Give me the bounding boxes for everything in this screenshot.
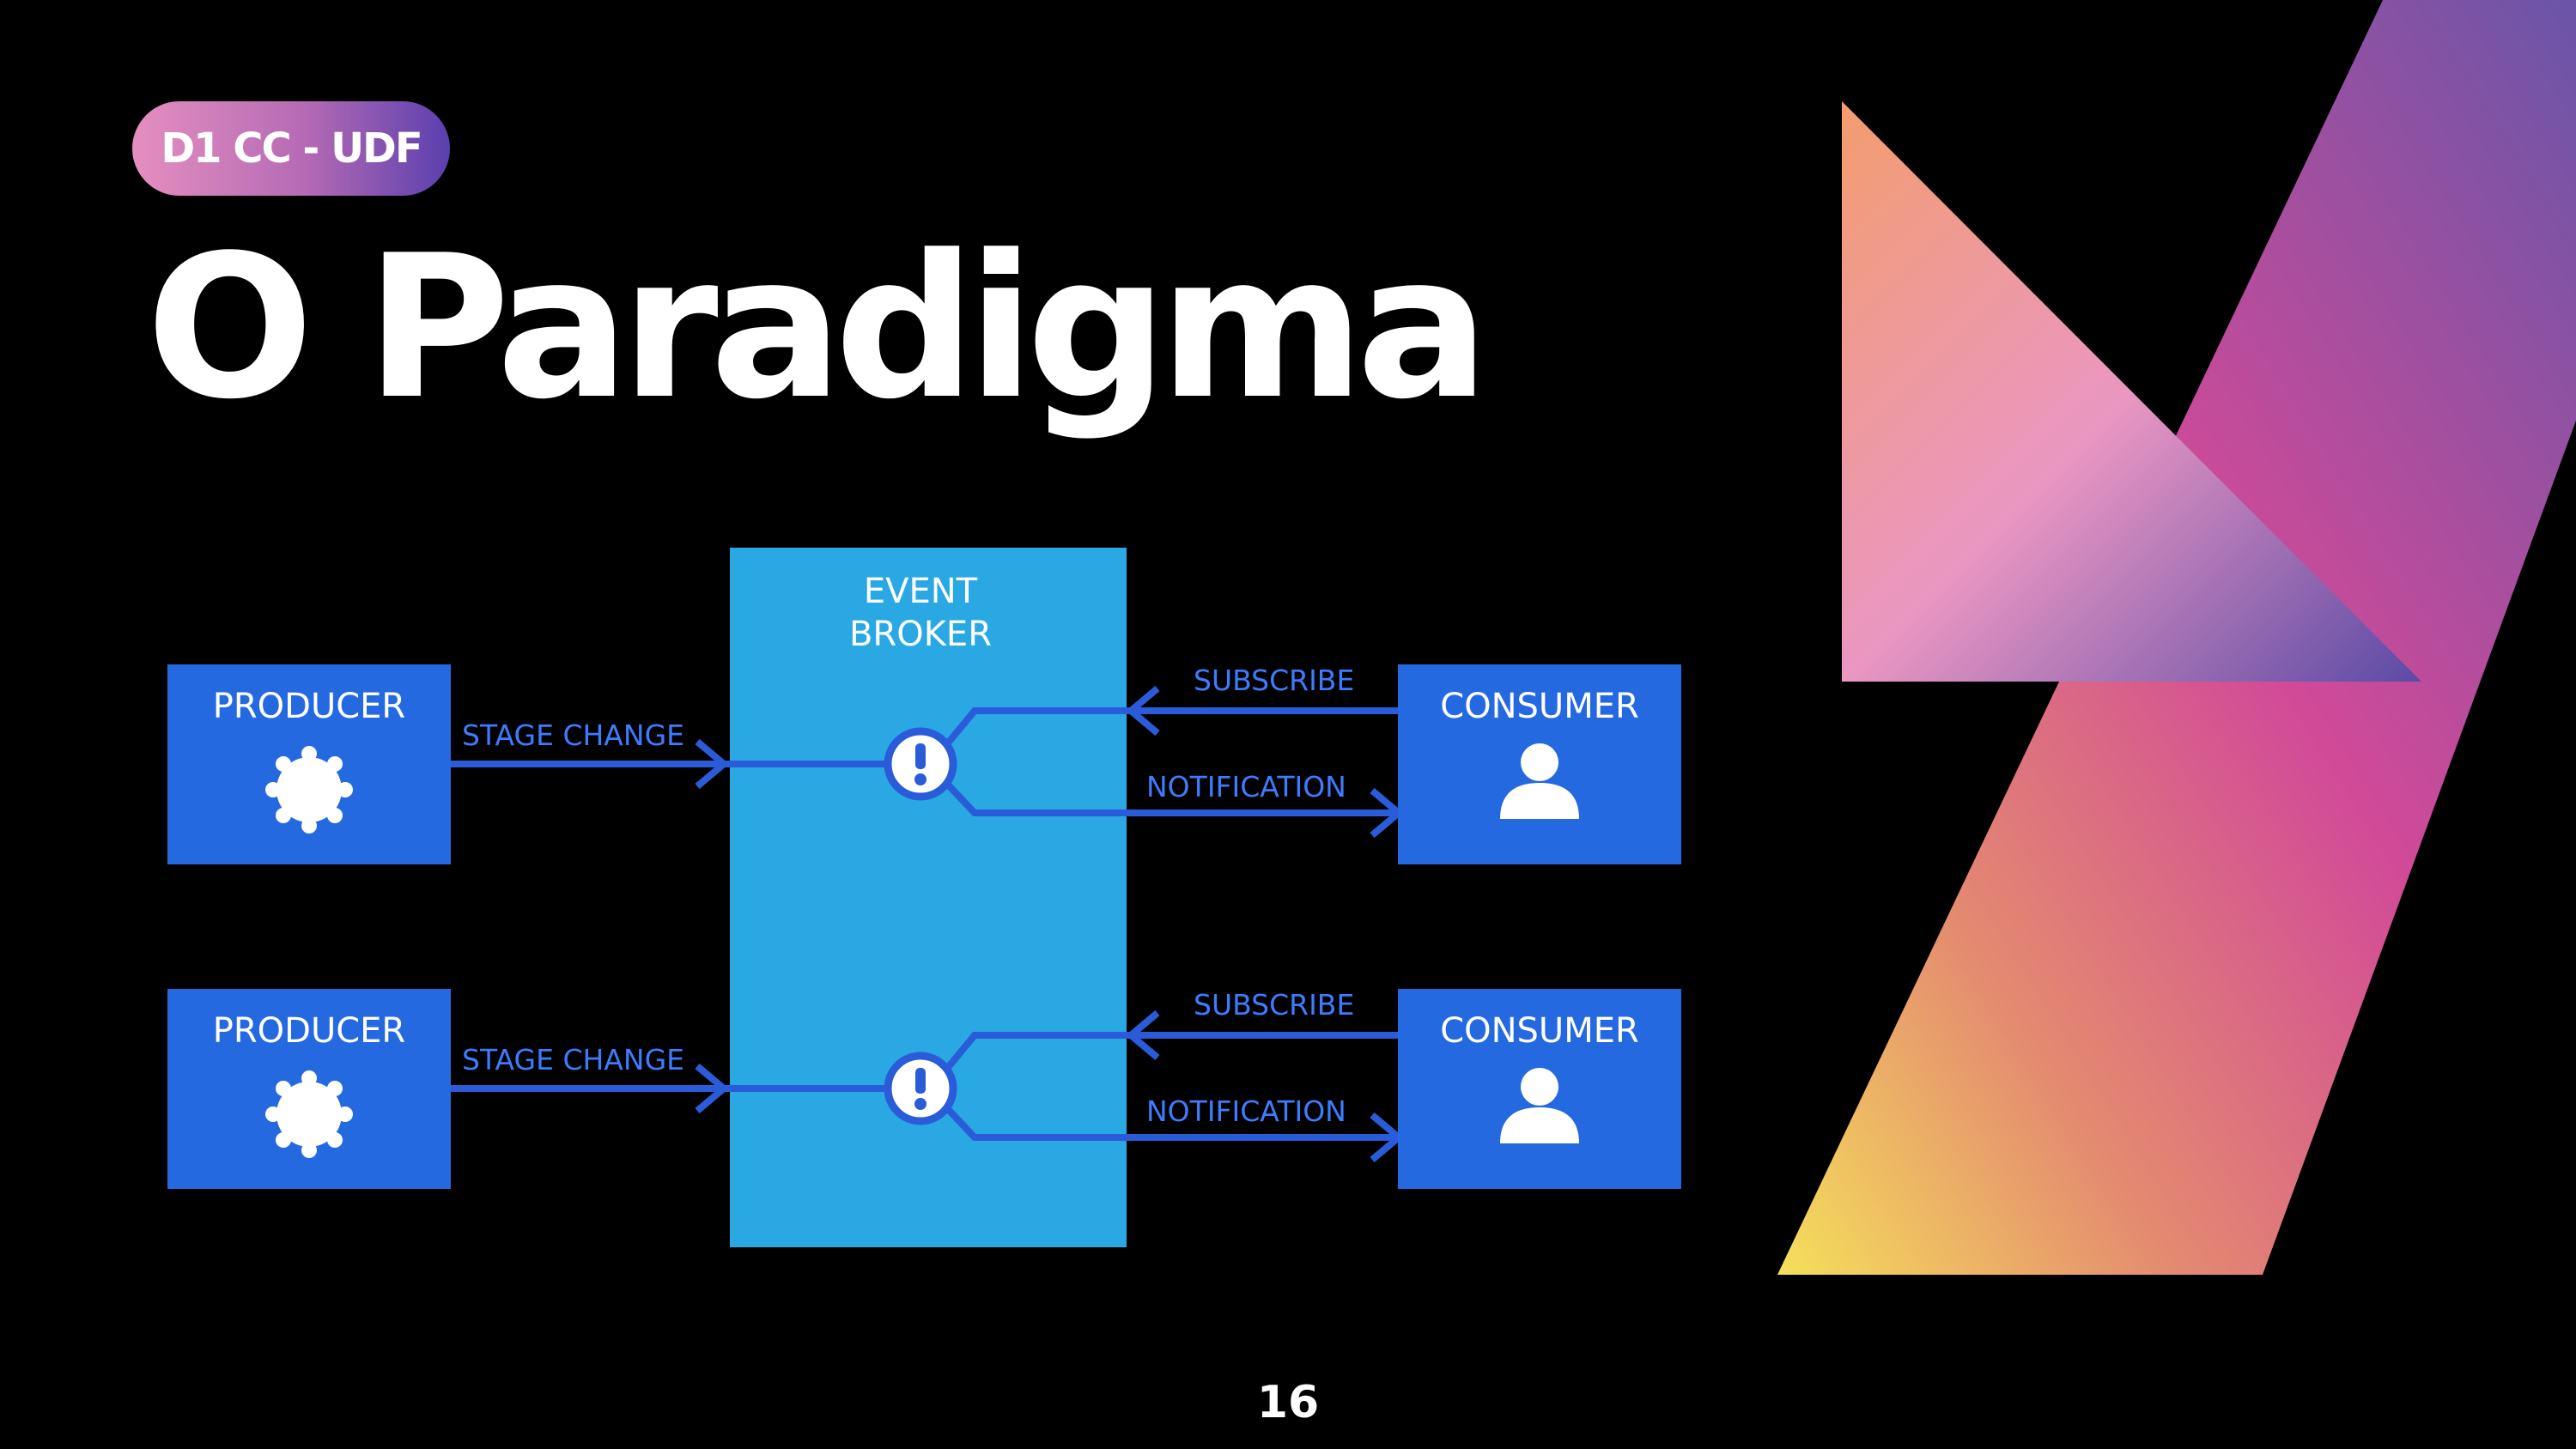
stage-change-label: STAGE CHANGE [462,1043,684,1076]
producer-label: PRODUCER [213,687,405,726]
gear-icon [265,1070,353,1158]
subscribe-label: SUBSCRIBE [1194,664,1354,697]
alert-icon [888,731,953,797]
notification-label: NOTIFICATION [1146,1094,1346,1128]
slide-title: O Paradigma [146,214,1490,443]
diagram-row-2: PRODUCER STAGE CHANGE SUBSCRIBE NOTIFICA… [167,988,1681,1189]
notification-arrow [944,1105,1398,1141]
notification-label: NOTIFICATION [1146,770,1346,803]
stage-change-label: STAGE CHANGE [462,718,684,752]
event-broker-box [730,548,1127,1247]
subscribe-arrow [943,1032,1398,1072]
subscribe-arrowhead [1125,685,1160,737]
stage-change-arrowhead [695,1063,730,1114]
notification-arrow [944,780,1398,816]
event-broker-label-line2: BROKER [849,615,992,654]
decorative-gradient-triangle [1842,101,2421,682]
consumer-label: CONSUMER [1440,1011,1639,1051]
event-broker-label-line1: EVENT [864,572,978,611]
alert-icon [888,1056,953,1121]
subscribe-arrow [943,707,1398,748]
subscribe-arrowhead [1125,1009,1160,1061]
tag-badge-label: D1 CC - UDF [161,124,422,173]
subscribe-label: SUBSCRIBE [1194,988,1354,1022]
consumer-label: CONSUMER [1440,687,1639,726]
page-number: 16 [1256,1377,1320,1428]
tag-badge: D1 CC - UDF [132,101,450,196]
producer-label: PRODUCER [213,1011,405,1051]
gear-icon [265,746,353,834]
stage-change-arrowhead [695,738,730,790]
diagram-row-1: PRODUCER STAGE CHANGE SUBSCRIBE NOTIFICA… [167,664,1681,864]
